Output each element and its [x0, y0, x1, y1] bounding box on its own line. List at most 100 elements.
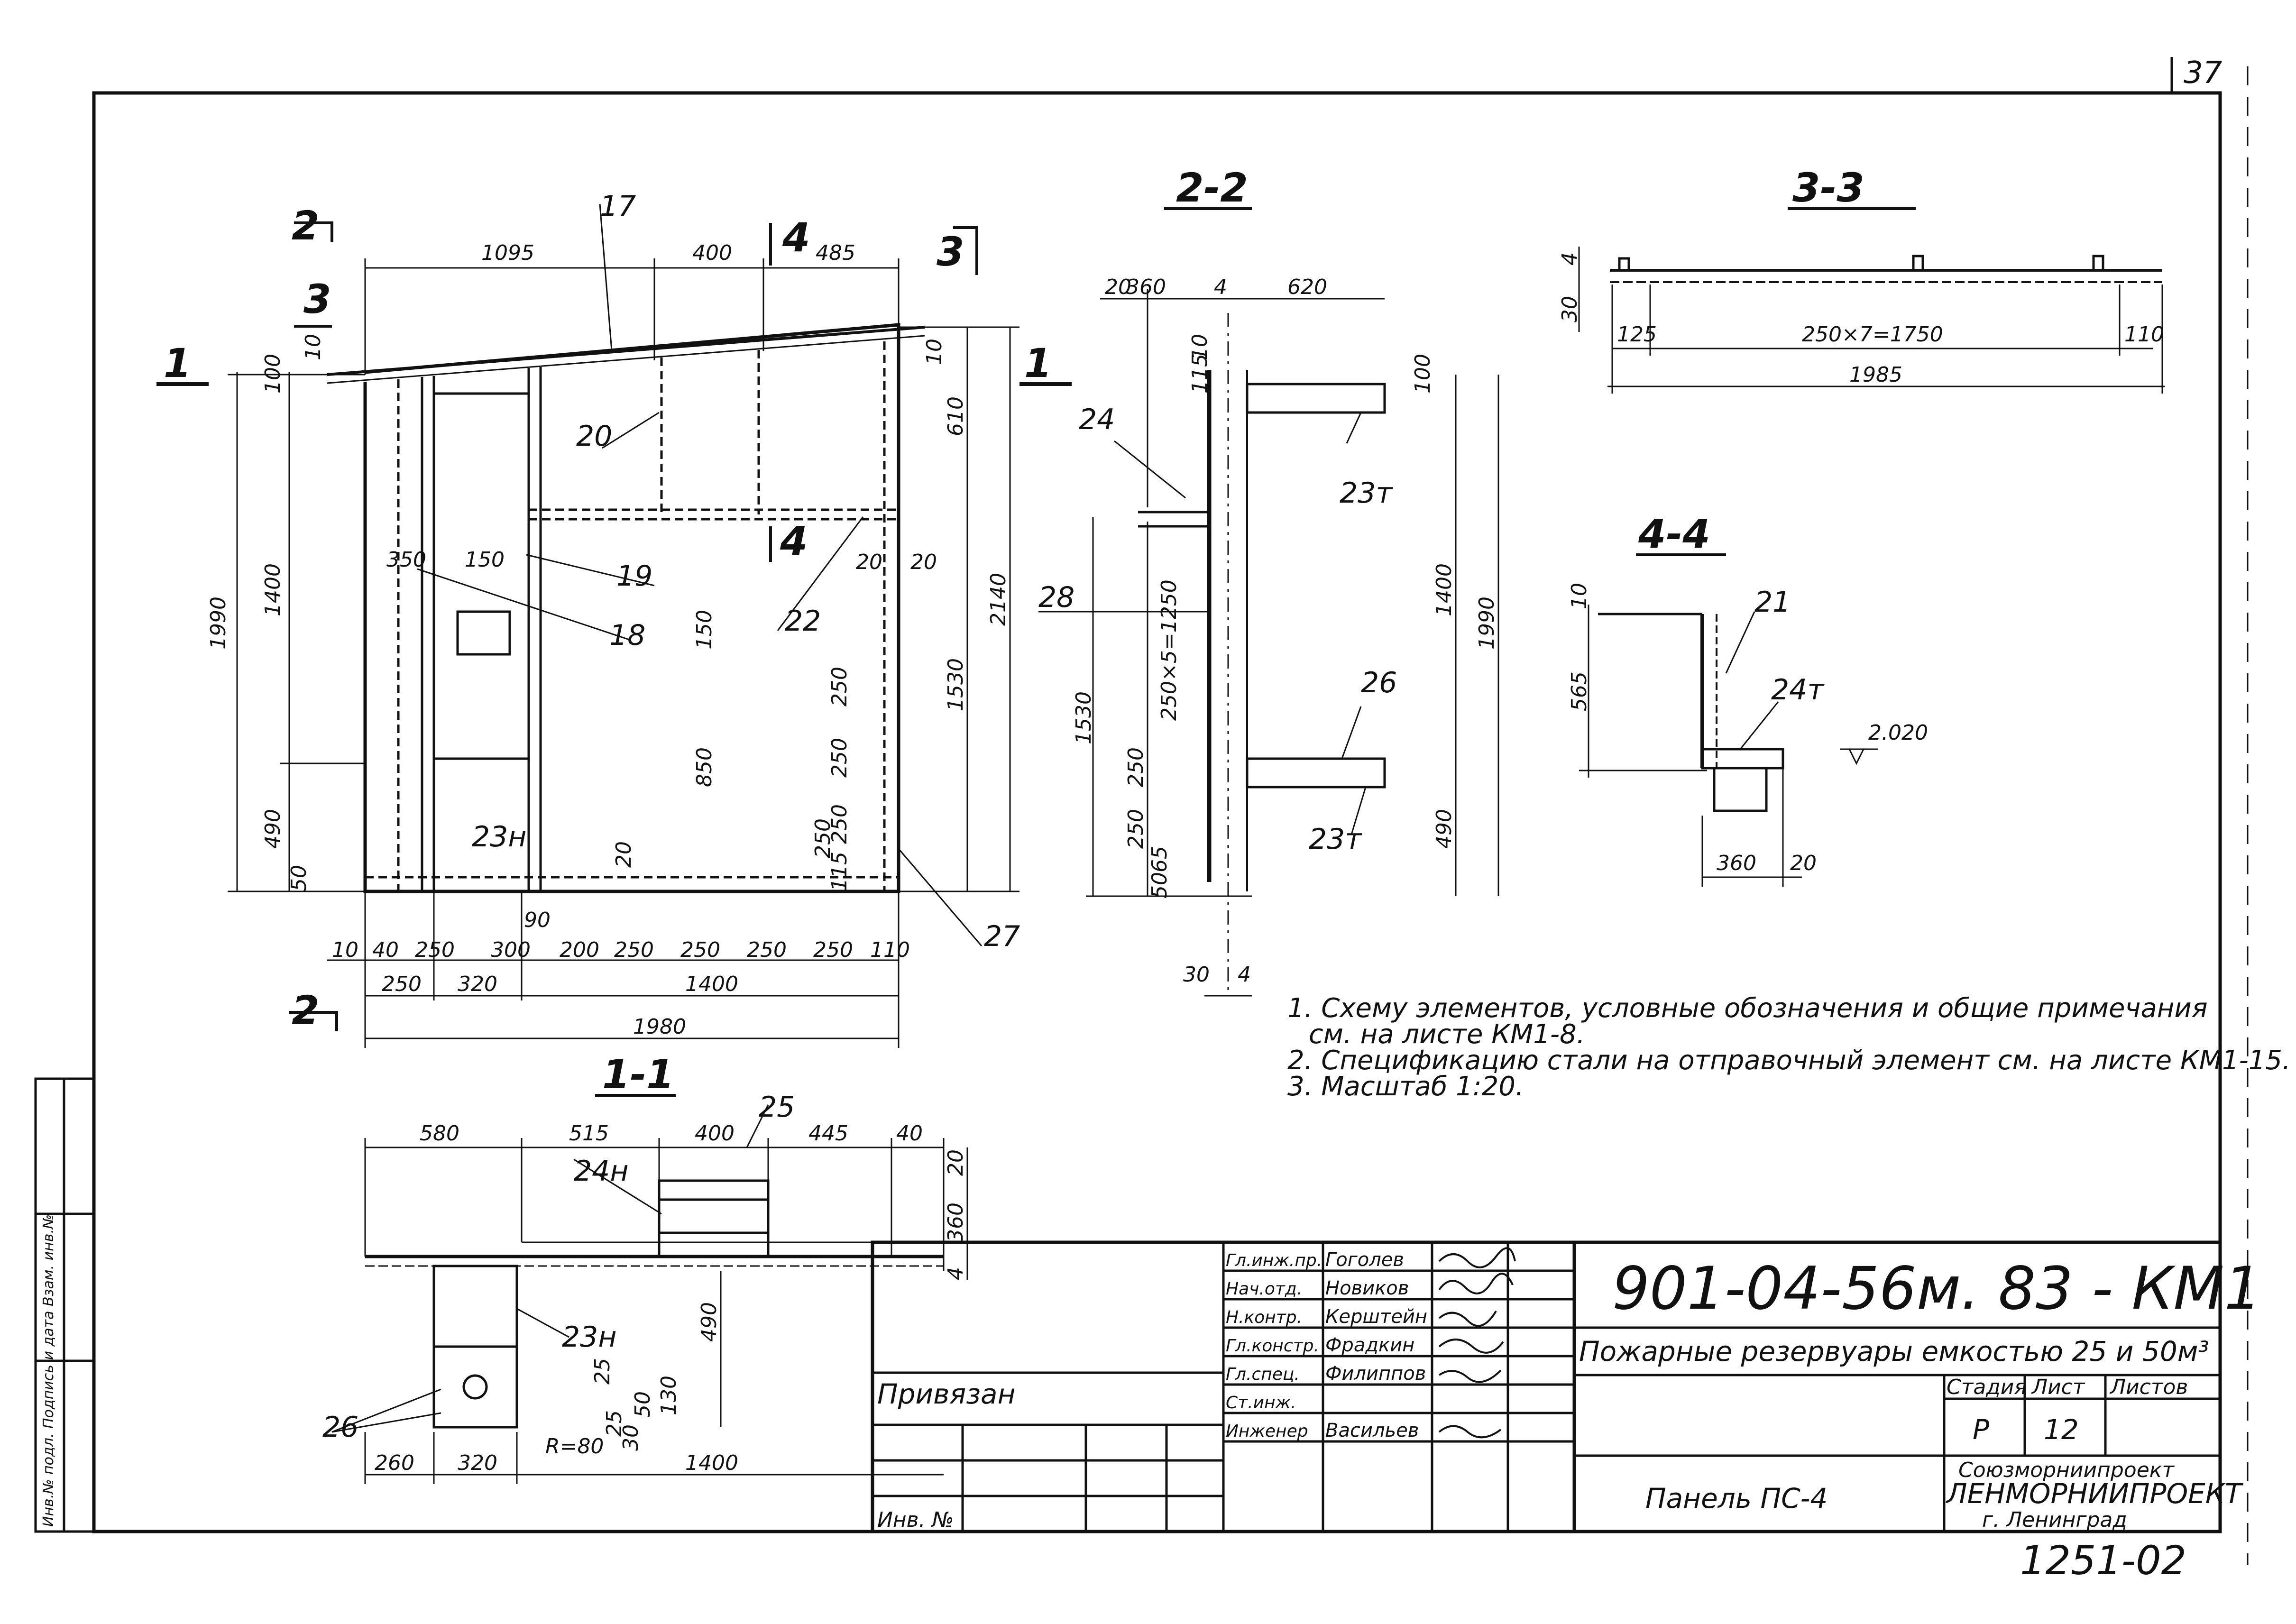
- s22-position-28: 28: [1038, 581, 1075, 614]
- dim-right-10: 10: [922, 339, 946, 365]
- s44-level: 2.020: [1868, 721, 1928, 745]
- cut-mark-3-left: 3: [303, 276, 331, 322]
- s22-dim-490: 490: [1432, 809, 1456, 849]
- s33-dim-110: 110: [2124, 322, 2164, 347]
- s22-position-23t-bottom: 23т: [1309, 823, 1362, 856]
- role-5: Гл.спец.: [1226, 1365, 1300, 1384]
- dim-inner-350: 350: [386, 548, 426, 572]
- dim-top-400: 400: [692, 241, 732, 265]
- dim-bottom-250d: 250: [747, 938, 787, 962]
- dim-bottom-200: 200: [560, 938, 599, 962]
- dim-bottom-10: 10: [332, 938, 358, 962]
- s44-dim-20: 20: [1790, 851, 1817, 875]
- dim-right-2140: 2140: [986, 573, 1010, 626]
- s11-dim-4: 4: [944, 1267, 968, 1280]
- s11-dim-1400: 1400: [685, 1451, 738, 1475]
- section-1-1: [331, 1094, 968, 1484]
- sheet-header: Лист: [2031, 1375, 2085, 1399]
- s11-dim-50: 50: [631, 1391, 655, 1418]
- name-2: Новиков: [1325, 1277, 1409, 1299]
- s11-dim-30: 30: [619, 1424, 643, 1451]
- s11-dim-490: 490: [697, 1302, 721, 1342]
- dim-right-20b: 20: [910, 550, 937, 574]
- sheets-header: Листов: [2109, 1375, 2188, 1399]
- s44-position-24t: 24т: [1771, 673, 1825, 706]
- dim-bottom-250b: 250: [614, 938, 654, 962]
- s11-dim-320: 320: [458, 1451, 497, 1475]
- s11-position-24n: 24н: [574, 1155, 629, 1188]
- s44-dim-360: 360: [1717, 851, 1756, 875]
- side-stamp-text: Инв.№ подл. Подпись и дата Взам. инв.№: [40, 1214, 57, 1527]
- s22-dim-30: 30: [1183, 963, 1210, 987]
- dim-inner-20: 20: [612, 841, 636, 868]
- project-title: Пожарные резервуары емкостью 25 и 50м³: [1579, 1335, 2209, 1367]
- org-1: Союзморниипроект: [1958, 1458, 2175, 1482]
- note-line-1: 1. Схему элементов, условные обозначения…: [1287, 993, 2208, 1024]
- dim-left-1400: 1400: [261, 563, 285, 616]
- role-2: Нач.отд.: [1226, 1279, 1302, 1299]
- s22-position-26: 26: [1361, 666, 1397, 699]
- section-2-2: [1038, 207, 1499, 997]
- name-4: Фрадкин: [1325, 1334, 1414, 1356]
- dim-left-1990: 1990: [206, 596, 230, 650]
- role-6: Ст.инж.: [1226, 1393, 1296, 1413]
- s33-dim-1985: 1985: [1849, 363, 1902, 387]
- dim-bottom-40: 40: [372, 938, 399, 962]
- dim-inner-150-vert: 150: [692, 610, 716, 650]
- s22-dim-4: 4: [1214, 275, 1227, 299]
- dim-bottom-90: 90: [524, 908, 551, 932]
- dim-bottom-1980: 1980: [633, 1015, 686, 1039]
- note-line-3: 2. Спецификацию стали на отправочный эле…: [1287, 1045, 2291, 1076]
- s11-dim-20: 20: [944, 1149, 968, 1176]
- s33-dim-30: 30: [1558, 296, 1582, 322]
- s22-position-24: 24: [1079, 403, 1115, 436]
- dim-bottom2-320: 320: [458, 972, 497, 996]
- dim-inner-250d: 250: [811, 818, 835, 858]
- s11-radius: R=80: [545, 1434, 604, 1459]
- name-5: Филиппов: [1325, 1363, 1426, 1385]
- org-2: ЛЕНМОРНИИПРОЕКТ: [1946, 1477, 2244, 1510]
- s22-dim-4b: 4: [1238, 963, 1251, 987]
- position-22: 22: [785, 605, 821, 638]
- main-view-labels: 2 3 1 4 3 1 4 2 1095 400 485 17 20 19 18…: [164, 190, 1052, 1039]
- name-3: Керштейн: [1325, 1306, 1427, 1328]
- dim-left-490: 490: [261, 809, 285, 849]
- cut-mark-2-bottom: 2: [292, 987, 319, 1034]
- s22-dim-1400: 1400: [1432, 563, 1456, 616]
- dim-top-485: 485: [816, 241, 855, 265]
- s22-dim-250a: 250: [1124, 747, 1148, 787]
- s44-dim-10: 10: [1567, 583, 1591, 609]
- dim-right-610: 610: [944, 396, 968, 436]
- position-20: 20: [576, 420, 612, 453]
- name-1: Гоголев: [1325, 1249, 1404, 1271]
- s22-dim-250b: 250: [1124, 809, 1148, 849]
- signatures: [1438, 1247, 1516, 1439]
- main-view: [156, 203, 1072, 1048]
- section-4-4: [1579, 553, 1878, 887]
- privyazan-label: Привязан: [877, 1378, 1016, 1410]
- section-3-3: [1578, 207, 2165, 394]
- dim-bottom-110: 110: [870, 938, 910, 962]
- dim-inner-150: 150: [465, 548, 505, 572]
- role-4: Гл.констр.: [1226, 1336, 1319, 1356]
- dim-inner-250c: 250: [827, 804, 852, 844]
- dim-bottom-300: 300: [491, 938, 531, 962]
- s11-dim-515: 515: [569, 1121, 609, 1146]
- s11-dim-400: 400: [695, 1121, 735, 1146]
- archive-number: 1251-02: [2020, 1537, 2186, 1584]
- s22-dim-10: 10: [1188, 334, 1212, 360]
- title-block: [871, 1240, 2222, 1533]
- doc-code: 901-04-56м. 83 - КМ1: [1612, 1255, 2261, 1323]
- cut-mark-4-bottom: 4: [780, 518, 808, 564]
- section-1-1-title: 1-1: [602, 1051, 674, 1098]
- note-line-2: см. на листе КМ1-8.: [1309, 1019, 1585, 1050]
- s11-position-23n: 23н: [562, 1321, 617, 1354]
- dim-left-50: 50: [287, 865, 311, 891]
- section-4-4-labels: 4-4 10 565 360 20 21 24т 2.020: [1567, 511, 1928, 875]
- s11-dim-445: 445: [808, 1121, 848, 1146]
- inv-no-label: Инв. №: [877, 1508, 954, 1532]
- s22-dim-50: 50: [1148, 872, 1172, 899]
- dim-bottom-250: 250: [415, 938, 455, 962]
- s11-dim-360: 360: [944, 1202, 968, 1242]
